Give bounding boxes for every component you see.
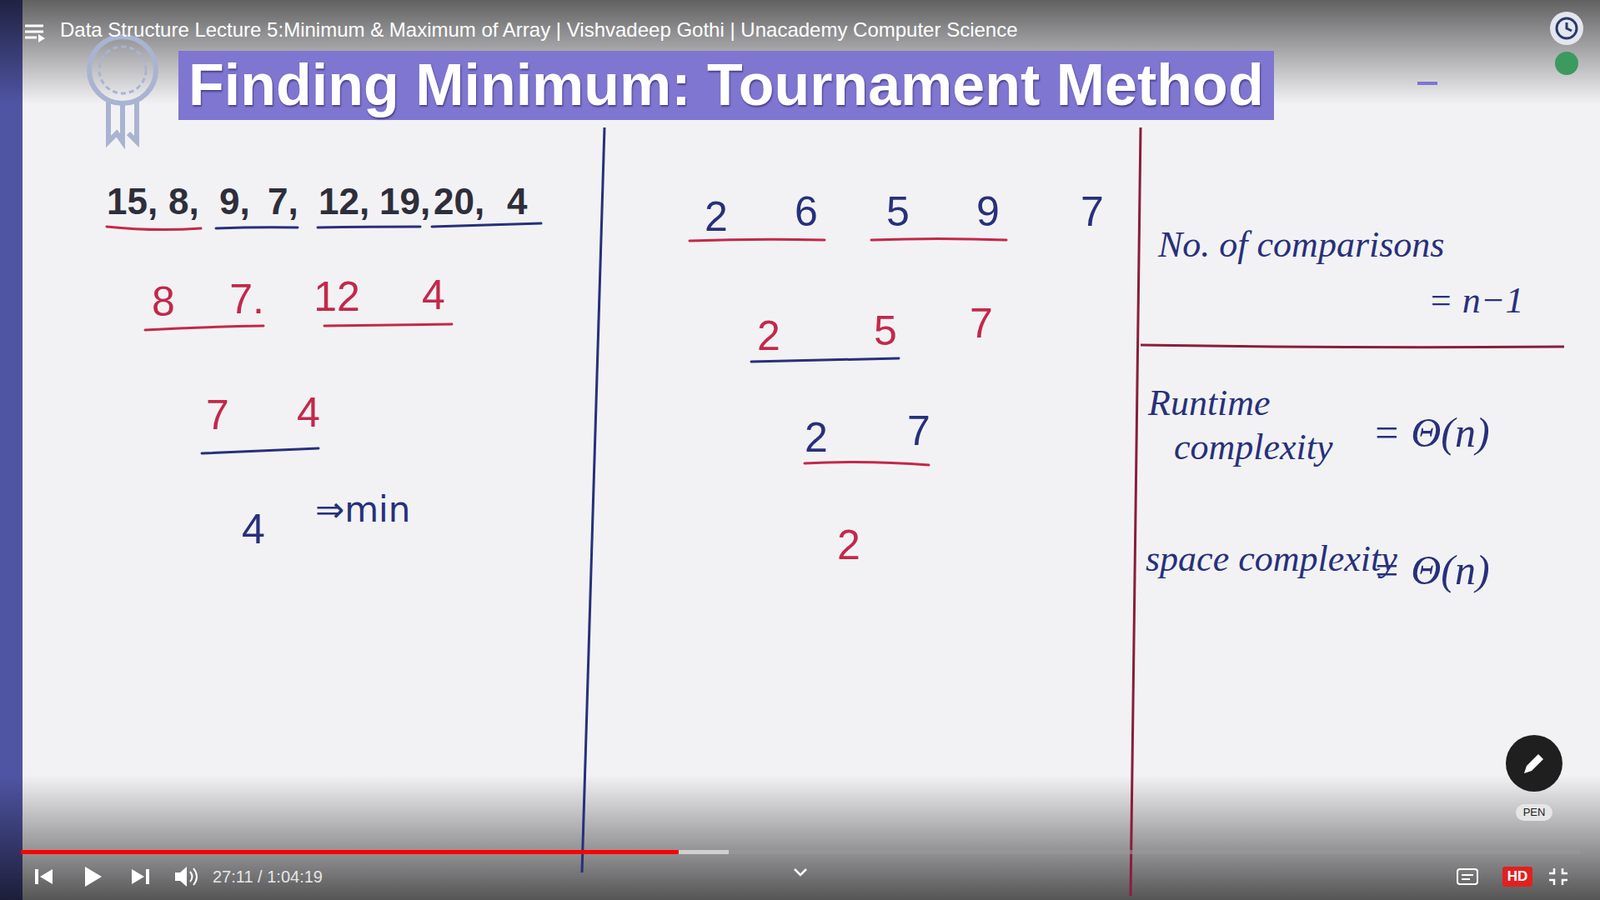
subtitles-icon: [1457, 869, 1478, 885]
array-value: 9,: [219, 180, 251, 224]
divider-line: [581, 127, 605, 873]
tournament-value: 7: [1080, 188, 1104, 237]
tournament-value: 2: [704, 193, 728, 242]
menu-line: [25, 30, 44, 34]
pair-underline: [317, 226, 421, 228]
clock-icon: [1549, 11, 1584, 46]
formula-text: = Θ(n): [1372, 546, 1490, 596]
volume-wave: [190, 872, 193, 883]
array-value: 15,: [106, 180, 158, 224]
tournament-value: 5: [886, 188, 910, 237]
badge-ribbon: [128, 100, 137, 142]
next-icon: [131, 869, 145, 885]
divider-line: [1130, 127, 1141, 897]
pair-underline: [324, 324, 452, 327]
tournament-value: 4: [296, 389, 321, 438]
pair-underlines: [106, 223, 1007, 466]
time-display: 27:11 / 1:04:19: [212, 867, 323, 888]
node-text: PEN: [1523, 806, 1546, 820]
menu-line: [25, 36, 37, 40]
clock-face: [1556, 18, 1577, 39]
quality-badge: HD: [1502, 867, 1534, 888]
array-value: 20,: [433, 180, 485, 224]
node-text: HD: [1507, 868, 1529, 886]
array-value: 4: [506, 180, 527, 224]
pair-underline: [145, 326, 264, 331]
pair-underline: [804, 461, 929, 466]
player-controls: [35, 867, 187, 888]
array-value: 8,: [168, 180, 200, 224]
volume-wave: [193, 868, 197, 886]
tournament-value: 2: [757, 312, 781, 362]
volume-icon: [175, 867, 187, 888]
array-value: 19,: [379, 180, 431, 224]
badge-icon: [89, 36, 156, 142]
tournament-value: 8: [151, 278, 176, 327]
tournament-value: 7: [969, 300, 994, 349]
tournament-value: 9: [976, 188, 1000, 237]
video-title: Data Structure Lecture 5:Minimum & Maxim…: [60, 18, 1019, 42]
clock-hands: [1566, 22, 1572, 31]
next-icon: [145, 869, 150, 885]
progress-track: [20, 850, 1580, 855]
slide-title: Finding Minimum: Tournament Method: [178, 50, 1274, 121]
menu-play-mark: [38, 34, 46, 43]
play-icon: [85, 867, 102, 888]
bottom-shade: [0, 775, 1600, 900]
progress-played: [20, 850, 679, 855]
title-dash: [1417, 81, 1438, 86]
badge-ring: [89, 36, 156, 104]
divider-line: [1140, 345, 1565, 348]
status-dot: [1554, 51, 1579, 76]
array-value: 7,: [267, 180, 299, 224]
formula-text: = Θ(n): [1372, 409, 1490, 458]
formula-text: = n−1: [1428, 280, 1524, 323]
pair-underline: [431, 223, 542, 227]
pair-underline: [106, 226, 201, 231]
result-note: ⇒min: [315, 490, 411, 531]
pen-button: [1505, 735, 1563, 793]
subtitles-line: [1461, 878, 1470, 881]
pair-underline: [871, 239, 1007, 241]
tournament-value: 7: [907, 407, 931, 457]
pair-underline: [201, 448, 319, 454]
tournament-value: 5: [873, 307, 898, 357]
pen-label-pill: PEN: [1515, 804, 1554, 822]
tournament-value: 4: [421, 271, 446, 321]
prev-icon: [35, 869, 39, 885]
subtitles-line: [1461, 874, 1474, 877]
fullscreen-icon: [1549, 868, 1568, 886]
tournament-value: 2: [837, 521, 861, 571]
tournament-value: 12: [313, 273, 361, 322]
tournament-value: 6: [794, 188, 818, 237]
progress-buffer: [20, 850, 729, 855]
tournament-value: 7.: [229, 275, 265, 325]
tournament-value: 7: [205, 391, 230, 441]
badge-ribbon: [108, 100, 123, 142]
prev-icon: [40, 869, 53, 885]
left-strip: [0, 0, 23, 900]
menu-line: [25, 25, 44, 28]
pencil-icon: [1524, 754, 1544, 774]
chevron-icon: [794, 869, 807, 876]
note-text: Runtime complexity: [1148, 381, 1400, 471]
tournament-value: 4: [241, 506, 266, 555]
tournament-value: 2: [804, 414, 828, 463]
pair-underline: [215, 227, 298, 229]
note-text: No. of comparisons: [1158, 224, 1445, 267]
array-value: 12,: [318, 180, 370, 224]
badge-inner: [99, 46, 146, 94]
